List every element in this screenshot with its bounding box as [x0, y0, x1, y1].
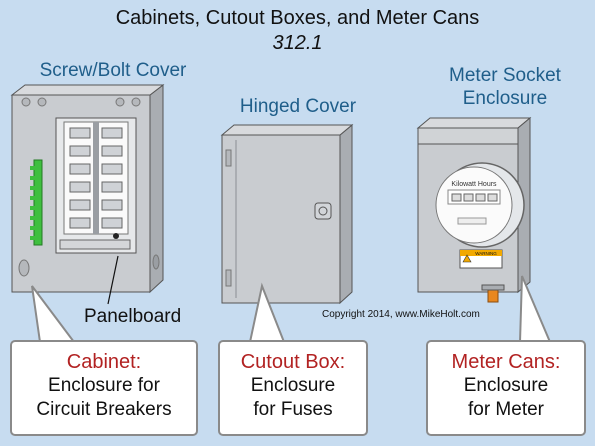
panelboard-interior	[55, 117, 137, 254]
callout-meter-line1: Enclosure	[463, 375, 549, 396]
kilowatt-hour-meter: Kilowatt Hours	[435, 162, 525, 248]
diagram-title: Cabinets, Cutout Boxes, and Meter Cans	[115, 7, 480, 29]
meter-socket-illustration: Kilowatt Hours WARNING	[416, 116, 532, 303]
cabinet-illustration	[10, 83, 165, 294]
callout-cutout-box: Cutout Box: Enclosure for Fuses	[218, 340, 368, 436]
heading-meter-socket-line2: Enclosure	[462, 88, 548, 109]
heading-meter-socket-line1: Meter Socket	[449, 65, 561, 86]
panelboard-leader-line	[107, 255, 119, 305]
heading-screw-bolt-cover: Screw/Bolt Cover	[39, 60, 187, 81]
callout-cutout-heading: Cutout Box:	[240, 351, 346, 373]
meter-seal-handle	[481, 284, 505, 303]
copyright-notice: Copyright 2014, www.MikeHolt.com	[322, 309, 480, 320]
callout-cabinet-heading: Cabinet:	[66, 351, 142, 373]
callout-meter-cans: Meter Cans: Enclosure for Meter	[426, 340, 586, 436]
hinged-cover-latch	[314, 202, 332, 220]
callout-cutout-line1: Enclosure	[250, 375, 336, 396]
heading-hinged-cover: Hinged Cover	[239, 96, 357, 117]
callout-meter-heading: Meter Cans:	[451, 351, 561, 373]
callout-cabinet: Cabinet: Enclosure for Circuit Breakers	[10, 340, 198, 436]
heading-meter-socket-enclosure: Meter Socket Enclosure	[415, 64, 595, 110]
cutout-box-illustration	[220, 123, 354, 305]
warning-label: WARNING	[459, 249, 503, 269]
diagram-subtitle: 312.1	[272, 32, 323, 54]
callout-cabinet-line1: Enclosure for	[48, 375, 160, 396]
meter-face-label: Kilowatt Hours	[451, 181, 497, 188]
callout-cutout-line2: for Fuses	[253, 399, 333, 420]
callout-meter-line2: for Meter	[467, 399, 545, 420]
callout-cabinet-line2: Circuit Breakers	[36, 399, 172, 420]
panelboard-label: Panelboard	[84, 306, 182, 327]
warning-label-text: WARNING	[475, 251, 497, 256]
green-terminal-bar	[30, 159, 43, 246]
